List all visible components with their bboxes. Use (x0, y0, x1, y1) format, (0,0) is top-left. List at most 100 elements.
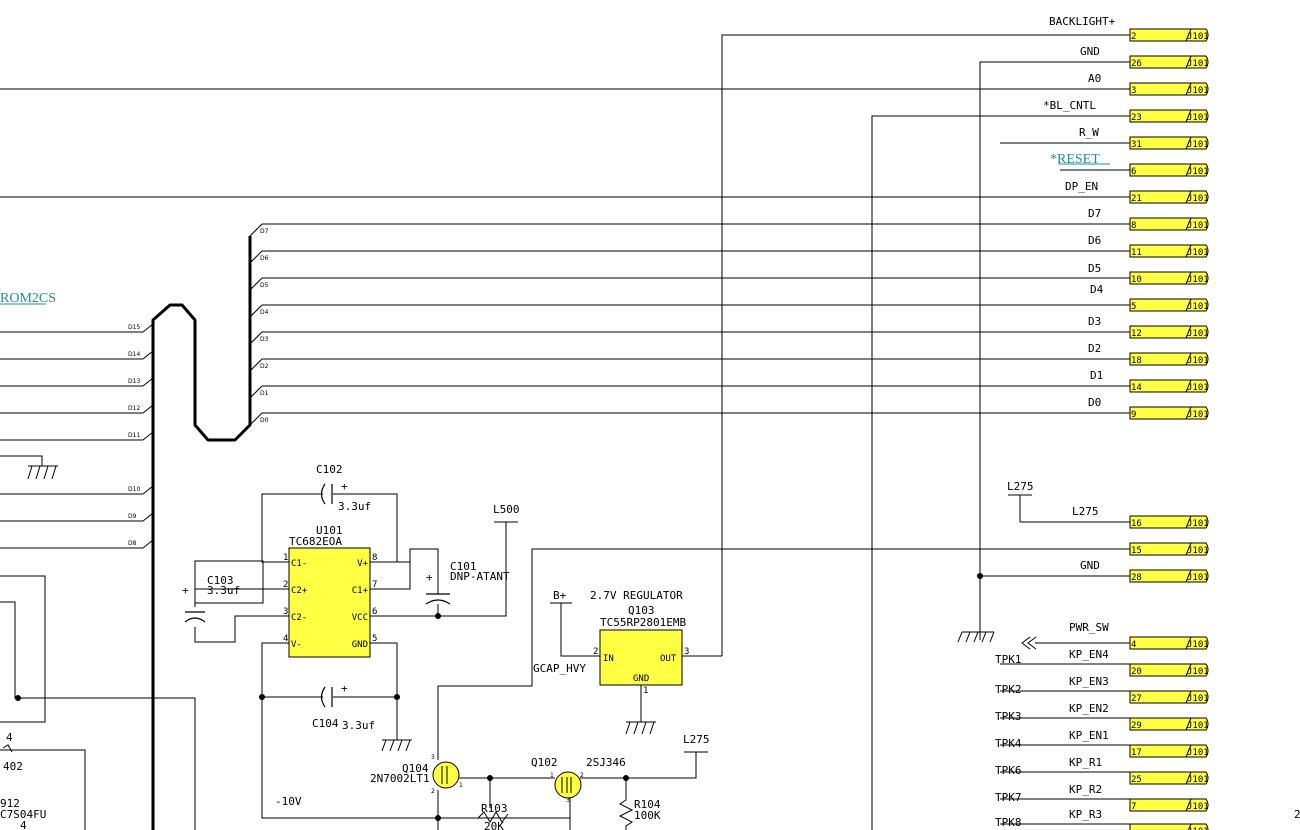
net-label: KP_EN1 (1069, 729, 1109, 742)
connector-ref: J101 (1187, 221, 1209, 231)
bus-tap-label: D1 (260, 390, 269, 397)
connector-pin-number: 16 (1131, 519, 1142, 529)
u101-pin-label: GND (352, 640, 368, 650)
u101-ref: U101 (316, 524, 343, 537)
net-label: KP_EN4 (1069, 648, 1109, 661)
bus-tap-label: D14 (128, 351, 140, 358)
bus-tap (249, 277, 263, 291)
connector-ref: J101 (1187, 356, 1209, 366)
net-label: GND (1080, 45, 1100, 58)
connector-pin-number: 10 (1131, 275, 1142, 285)
net-label: D6 (1088, 234, 1101, 247)
net-label: KP_R2 (1069, 783, 1102, 796)
regulator-num-in: 2 (593, 647, 598, 657)
u101-pin-number: 6 (372, 607, 377, 617)
u101-pin-number: 5 (372, 634, 377, 644)
net-label: D0 (1088, 396, 1101, 409)
bus-tap-label: D5 (260, 282, 269, 289)
connector-ref: J101 (1187, 329, 1209, 339)
test-point-label: TPK7 (995, 791, 1022, 804)
connector-ref: J101 (1187, 721, 1209, 731)
c101-pol: + (426, 571, 433, 584)
net-label: BACKLIGHT+ (1049, 15, 1116, 28)
net-label: KP_EN2 (1069, 702, 1109, 715)
bus-tap-label: D4 (260, 309, 269, 316)
c103-pol: + (182, 584, 189, 597)
q104-symbol (432, 761, 460, 789)
gcap-label: GCAP_HVY (533, 662, 586, 675)
q102-part: 2SJ346 (586, 756, 626, 769)
pwr-sw-arrow-2 (1027, 636, 1037, 650)
net-label: *BL_CNTL (1043, 99, 1096, 112)
edge-fragment-label: 2 (1294, 808, 1300, 821)
bus-tap-label: D3 (260, 336, 269, 343)
bus-tap (249, 385, 263, 399)
net-label: D7 (1088, 207, 1101, 220)
bus-tap (249, 412, 263, 426)
rom2cs-label: ROM2CS (0, 291, 56, 306)
bus-tap (142, 323, 154, 333)
connector-ref: J101 (1187, 32, 1209, 42)
c104-ref: C104 (312, 717, 339, 730)
regulator-ref: Q103 (628, 604, 655, 617)
bus-tap (142, 350, 154, 360)
u101-pin-label: C1- (291, 559, 307, 569)
connector-pin-number: 23 (1131, 113, 1142, 123)
connector-ref: J101 (1187, 827, 1209, 830)
bplus-label: B+ (553, 589, 567, 602)
q104-part: 2N7002LT1 (370, 772, 430, 785)
r103-ref: R103 (481, 802, 508, 815)
connector-pin-number: 9 (1131, 410, 1136, 420)
frag-label-912: 912 (0, 797, 20, 810)
bus-tap-label: D0 (260, 417, 269, 424)
bus-tap (142, 485, 154, 495)
u101-pin-label: VCC (352, 613, 368, 623)
connector-ref: J101 (1187, 167, 1209, 177)
u101-pin-number: 4 (283, 634, 288, 644)
bus-tap-label: D8 (128, 540, 137, 547)
connector-ref: J101 (1187, 383, 1209, 393)
u101-pin-label: V- (291, 640, 302, 650)
test-point-label: TPK8 (995, 816, 1022, 829)
c102-value: 3.3uf (338, 500, 371, 513)
neg10-label: -10V (275, 795, 302, 808)
connector-ref: J101 (1187, 667, 1209, 677)
u101-pin-number: 8 (372, 553, 377, 563)
gnd-junction (977, 573, 983, 579)
bus-tap (249, 331, 263, 345)
c103-box (194, 560, 264, 604)
regulator-pin-gnd: GND (633, 674, 649, 684)
c104-value: 3.3uf (342, 719, 375, 732)
connector-ref: J101 (1187, 275, 1209, 285)
connector-ref: J101 (1187, 802, 1209, 812)
bus-tap (249, 304, 263, 318)
r104-value: 100K (634, 809, 661, 822)
net-label: D1 (1090, 369, 1103, 382)
u101-chip (288, 547, 371, 658)
connector-pin-d0: 9 J101 D0 (1088, 396, 1209, 420)
net-label: DP_EN (1065, 180, 1098, 193)
l275-flag-label: L275 (1007, 480, 1034, 493)
connector-ref: J101 (1187, 59, 1209, 69)
bl-cntl-wire (871, 115, 1130, 830)
net-label: KP_R1 (1069, 756, 1102, 769)
connector-ref: J101 (1187, 546, 1209, 556)
connector-ref: J101 (1187, 410, 1209, 420)
connector-ref: J101 (1187, 248, 1209, 258)
bus-tap-label: D11 (128, 432, 140, 439)
l275-bottom-label: L275 (683, 733, 710, 746)
net-label: L275 (1072, 505, 1099, 518)
bus-tap-label: D13 (128, 378, 140, 385)
